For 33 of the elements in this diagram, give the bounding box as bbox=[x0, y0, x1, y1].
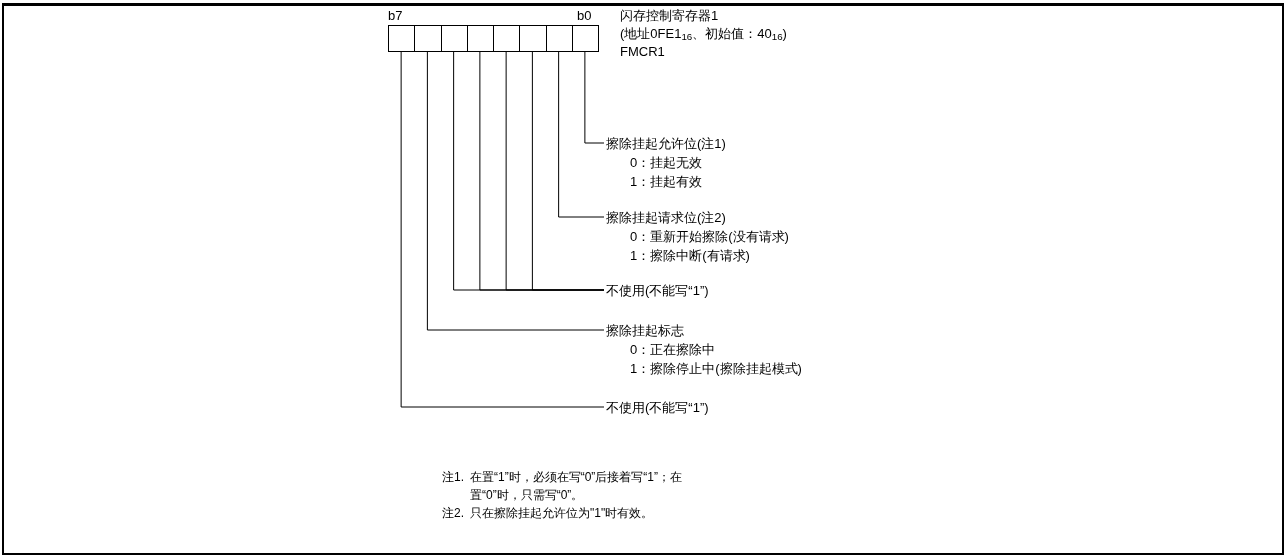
bit-cell bbox=[493, 25, 521, 52]
leader-line bbox=[453, 51, 605, 291]
register-name: 闪存控制寄存器1 bbox=[620, 7, 720, 25]
field-name: 擦除挂起允许位(注1) bbox=[606, 134, 726, 153]
bit-cell bbox=[440, 25, 468, 52]
bit-cell bbox=[414, 25, 442, 52]
bit-label: b7 bbox=[388, 7, 403, 25]
bit-cell bbox=[545, 25, 573, 52]
leader-line bbox=[400, 51, 605, 408]
bit-value: 0：重新开始擦除(没有请求) bbox=[629, 227, 789, 246]
bit-value: 0：正在擦除中 bbox=[629, 340, 717, 359]
bit-cell bbox=[388, 25, 416, 52]
note-number: 注2. bbox=[442, 505, 465, 522]
bit-value: 1：擦除停止中(擦除挂起模式) bbox=[629, 359, 802, 378]
leader-line bbox=[426, 51, 605, 331]
bit-cell bbox=[571, 25, 599, 52]
note-text: 在置“1”时，必须在写“0”后接着写“1”；在置“0”时，只需写“0”。 bbox=[470, 469, 683, 504]
register-address: (地址0FE1$_{16}$、初始值：40$_{16}$) bbox=[620, 25, 787, 43]
bit-cell bbox=[519, 25, 547, 52]
bit-value: 0：挂起无效 bbox=[629, 153, 704, 172]
bit-cell bbox=[466, 25, 494, 52]
bit-value: 1：挂起有效 bbox=[629, 172, 704, 191]
bit-label: b0 bbox=[577, 7, 592, 25]
field-name: 不使用(不能写“1”) bbox=[606, 398, 709, 417]
field-name: 不使用(不能写“1”) bbox=[606, 281, 709, 300]
note-number: 注1. bbox=[442, 469, 465, 486]
bit-value: 1：擦除中断(有请求) bbox=[629, 246, 751, 265]
leader-line bbox=[558, 51, 605, 218]
field-name: 擦除挂起标志 bbox=[606, 321, 685, 340]
register-symbol: FMCR1 bbox=[620, 43, 666, 61]
leader-line bbox=[584, 51, 605, 144]
note-text: 只在擦除挂起允许位为"1"时有效。 bbox=[470, 505, 655, 522]
field-name: 擦除挂起请求位(注2) bbox=[606, 208, 727, 227]
